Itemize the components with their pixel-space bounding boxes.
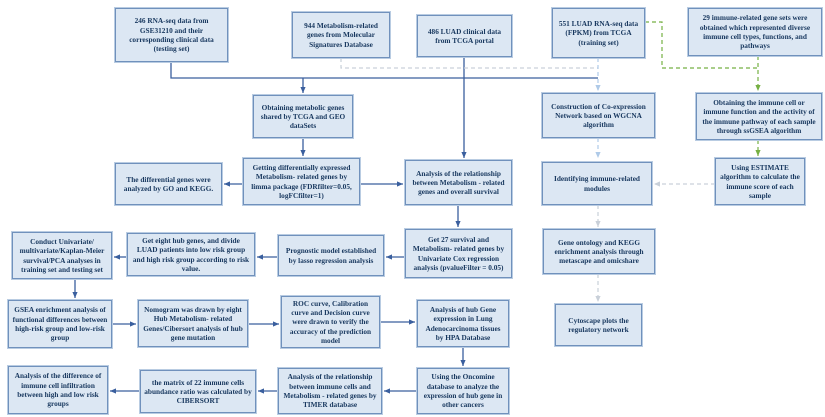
flow-node-survival-pca-analyses: Conduct Univariate/ multivariate/Kaplan-… <box>11 231 113 280</box>
arrowhead-lasso-to-hubgenes <box>257 254 263 260</box>
arrowhead-cox-to-lasso <box>386 254 392 260</box>
flow-node-label: 29 immune-related gene sets were obtaine… <box>699 13 811 51</box>
flow-node-metabolism-genes: 944 Metabolism-related genes from Molecu… <box>291 11 391 59</box>
flow-node-luad-clinical-data: 486 LUAD clinical data from TCGA portal <box>416 14 513 58</box>
flow-node-label: Cytoscape plots the regulatory network <box>568 315 629 334</box>
arrowhead-oncomine-to-timer <box>384 388 390 394</box>
flow-node-label: Obtaining the immune cell or immune func… <box>702 97 816 135</box>
arrowhead-ssgsea-to-estimate <box>755 150 761 156</box>
flow-node-hub-genes-risk-groups: Get eight hub genes, and divide LUAD pat… <box>126 232 256 277</box>
flow-node-label: Obtaining metabolic genes shared by TCGA… <box>260 102 346 131</box>
flow-node-oncomine-other-cancers: Using the Oncomine database to analyze t… <box>416 367 510 415</box>
flow-node-cytoscape-network: Cytoscape plots the regulatory network <box>554 303 643 347</box>
arrowhead-shared-to-limma <box>300 150 306 156</box>
flow-node-label: Analysis of the relationship between imm… <box>283 372 377 410</box>
flow-node-gsea-enrichment: GSEA enrichment analysis of functional d… <box>7 299 113 349</box>
flow-node-overall-survival-analysis: Analysis of the relationship between Met… <box>404 159 513 206</box>
flow-node-label: Getting differentially expressed Metabol… <box>251 162 352 200</box>
flow-node-label: GSEA enrichment analysis of functional d… <box>12 305 108 343</box>
flow-node-ssgsea: Obtaining the immune cell or immune func… <box>695 92 823 141</box>
flow-node-label: 551 LUAD RNA-seq data (FPKM) from TCGA (… <box>558 19 639 47</box>
flow-node-limma-deg: Getting differentially expressed Metabol… <box>242 157 361 206</box>
flow-node-label: Nomogram was drawn by eight Hub Metaboli… <box>143 304 243 342</box>
flow-node-wgcna-network: Construction of Co-expression Network ba… <box>541 92 656 139</box>
flow-node-estimate-score: Using ESTIMATE algorithm to calculate th… <box>714 157 806 206</box>
flow-node-label: 944 Metabolism-related genes from Molecu… <box>304 21 378 49</box>
flow-node-metascape-enrichment: Gene ontology and KEGG enrichment analys… <box>542 228 656 275</box>
flow-node-label: Analysis of the relationship between Met… <box>412 168 505 197</box>
arrowhead-metascape-to-cytoscape <box>595 296 601 302</box>
flow-node-lasso-model: Prognostic model established by lasso re… <box>277 234 385 277</box>
flow-node-label: Conduct Univariate/ multivariate/Kaplan-… <box>19 236 105 274</box>
flow-node-immune-infiltration-difference: Analysis of the difference of immune cel… <box>7 365 109 415</box>
arrowhead-limma-to-survival <box>397 181 403 187</box>
arrowhead-timer-to-cibersort <box>258 388 264 394</box>
arrowhead-roc-to-hpa <box>409 319 415 325</box>
arrowhead-survival-to-cox <box>455 221 461 227</box>
flow-node-label: ROC curve, Calibration curve and Decisio… <box>289 298 372 345</box>
arrowhead-hpa-to-oncomine <box>460 360 466 366</box>
flow-node-label: Analysis of hub Gene expression in Lung … <box>425 304 501 342</box>
flow-node-shared-metabolic-genes: Obtaining metabolic genes shared by TCGA… <box>252 94 354 139</box>
arrowhead-genesets-to-ssgsea <box>755 85 761 91</box>
arrowhead-cibersort-to-infiltration <box>110 388 116 394</box>
arrowhead-hubgenes-to-survivalpca <box>114 254 120 260</box>
flow-node-univariate-cox: Get 27 survival and Metabolism- related … <box>404 228 513 279</box>
arrowhead-modules-to-metascape <box>595 221 601 227</box>
connector-metabolismgenes-to-junction <box>340 58 598 69</box>
flow-node-label: Using the Oncomine database to analyze t… <box>423 372 503 410</box>
arrowhead-tcga-to-wgcna <box>595 85 601 91</box>
arrowhead-limma-to-gokegg <box>224 181 230 187</box>
connector-geo-to-shared-junction <box>170 62 598 79</box>
flow-node-label: Analysis of the difference of immune cel… <box>14 371 102 409</box>
flow-node-label: Gene ontology and KEGG enrichment analys… <box>554 237 644 266</box>
arrowhead-gsea-to-nomogram <box>130 321 136 327</box>
flow-node-geo-testing-data: 246 RNA-seq data from GSE31210 and their… <box>114 7 229 63</box>
arrowhead-nomogram-to-roc <box>273 321 279 327</box>
flow-node-label: Get eight hub genes, and divide LUAD pat… <box>132 235 250 273</box>
flow-node-immune-gene-sets: 29 immune-related gene sets were obtaine… <box>687 7 823 57</box>
arrowhead-wgcna-to-modules <box>595 152 601 158</box>
flow-node-label: Identifying immune-related modules <box>553 174 640 193</box>
flow-node-roc-calibration: ROC curve, Calibration curve and Decisio… <box>280 295 381 349</box>
flow-node-immune-modules: Identifying immune-related modules <box>541 161 653 206</box>
flow-node-cibersort-matrix: the matrix of 22 immune cells abundance … <box>139 369 257 414</box>
flow-node-label: The differential genes were analyzed by … <box>123 174 214 193</box>
arrowhead-estimate-to-modules <box>654 181 660 187</box>
arrowhead-survivalpca-to-gsea <box>72 292 78 298</box>
flow-node-label: Get 27 survival and Metabolism- related … <box>412 234 505 272</box>
flow-node-label: 486 LUAD clinical data from TCGA portal <box>427 26 502 45</box>
flow-node-tcga-training-data: 551 LUAD RNA-seq data (FPKM) from TCGA (… <box>551 7 646 59</box>
flow-node-label: Using ESTIMATE algorithm to calculate th… <box>720 162 800 200</box>
arrowhead-clinical-to-survival <box>461 152 467 158</box>
flow-node-nomogram-cibersort: Nomogram was drawn by eight Hub Metaboli… <box>137 299 249 348</box>
flow-node-label: Prognostic model established by lasso re… <box>285 246 377 265</box>
flow-node-go-kegg: The differential genes were analyzed by … <box>114 162 223 206</box>
flow-node-timer-analysis: Analysis of the relationship between imm… <box>277 367 383 415</box>
flow-node-label: Construction of Co-expression Network ba… <box>551 101 646 130</box>
flow-node-label: the matrix of 22 immune cells abundance … <box>144 377 252 406</box>
flow-node-hpa-expression: Analysis of hub Gene expression in Lung … <box>416 299 510 348</box>
flow-node-label: 246 RNA-seq data from GSE31210 and their… <box>129 16 214 54</box>
arrowhead-junction-to-shared-metabolic <box>300 87 306 93</box>
